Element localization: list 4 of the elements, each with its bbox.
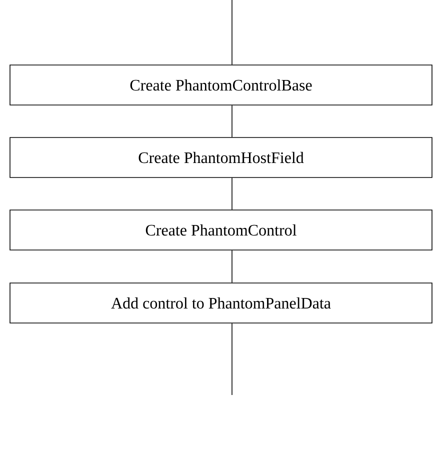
process-box: Add control to PhantomPanelData bbox=[10, 282, 432, 324]
process-box: Create PhantomHostField bbox=[10, 137, 432, 178]
process-box: Create PhantomControlBase bbox=[10, 64, 432, 106]
process-box: Create PhantomControl bbox=[10, 210, 432, 250]
